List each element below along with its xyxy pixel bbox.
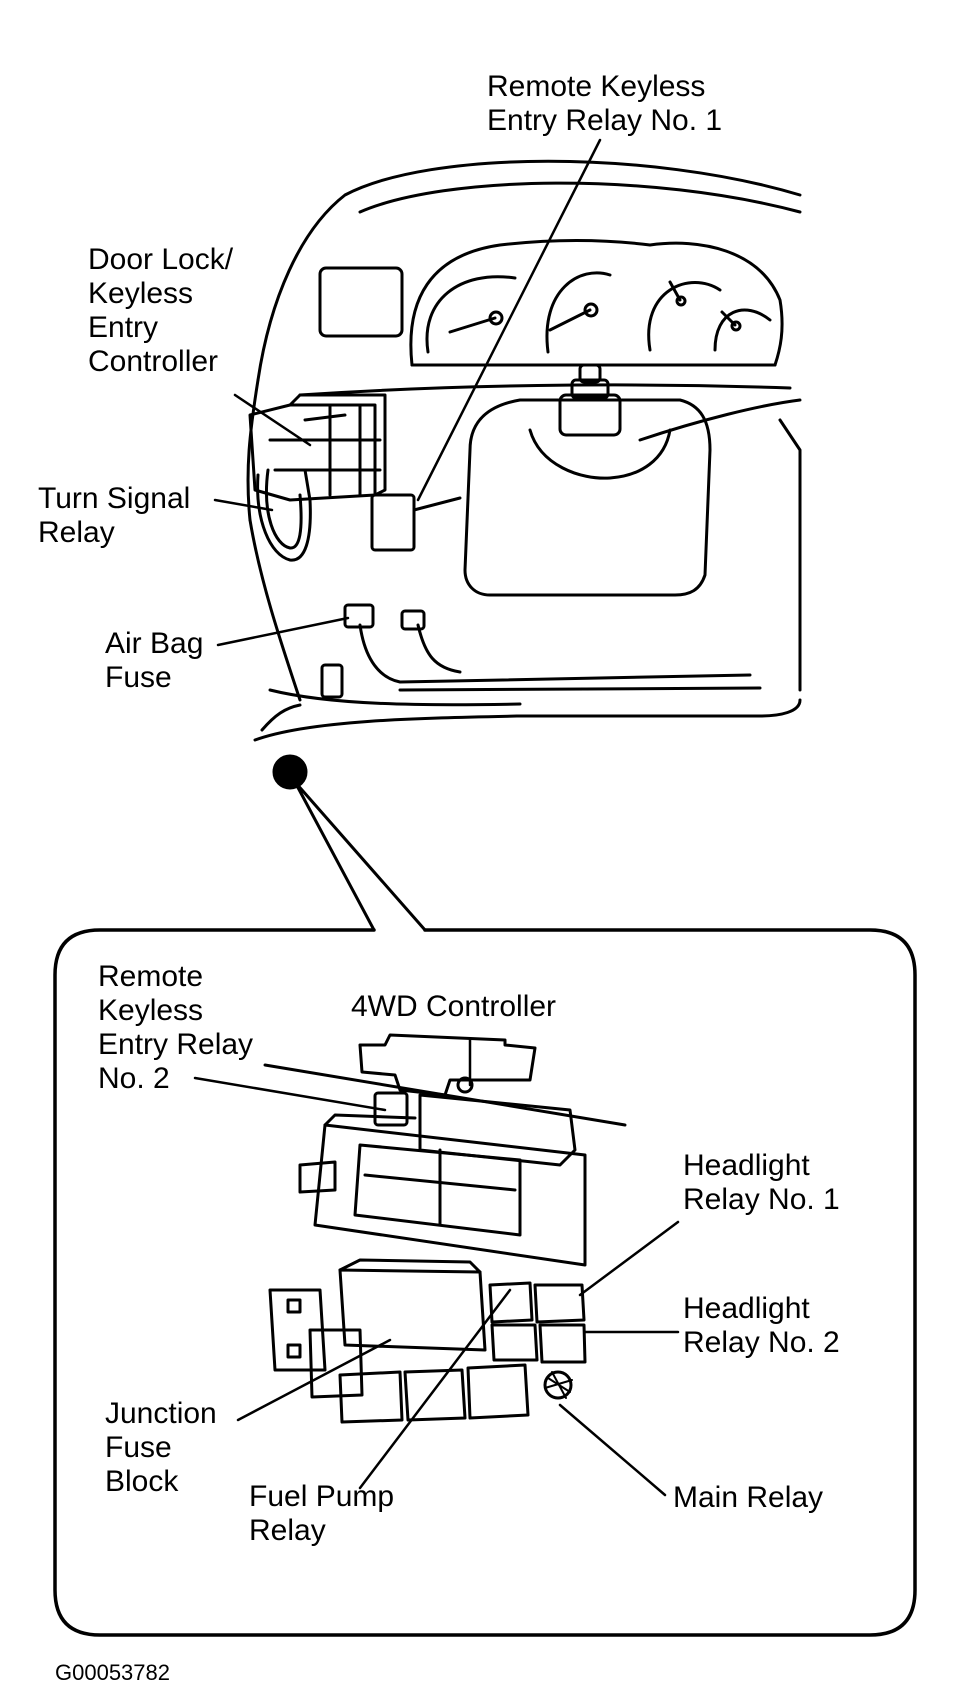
speedometer-gauge [425,275,517,354]
label-headlight-relay-2: Headlight Relay No. 2 [683,1292,840,1359]
label-remote-keyless-entry-relay-1: Remote Keyless Entry Relay No. 1 [487,70,723,137]
figure-id: G00053782 [55,1660,170,1685]
four-wd-controller-part [418,1093,577,1167]
callout-frame [53,928,917,1637]
label-headlight-relay-1: Headlight Relay No. 1 [683,1149,840,1216]
remote-keyless-relay-1-part [370,493,416,552]
label-door-lock-keyless-controller: Door Lock/ Keyless Entry Controller [88,243,234,378]
label-turn-signal-relay: Turn Signal Relay [38,482,191,549]
dashboard-illustration [246,159,802,742]
turn-signal-relay-part [256,468,312,562]
label-air-bag-fuse: Air Bag Fuse [105,627,204,694]
lower-leader-lines [193,1038,680,1497]
label-4wd-controller: 4WD Controller [351,990,557,1023]
label-remote-keyless-entry-relay-2: Remote Keyless Entry Relay No. 2 [98,960,254,1095]
steering-column [463,398,712,597]
junction-block-illustration [263,1033,627,1424]
air-vent [318,266,404,338]
upper-leader-lines [213,138,602,647]
air-bag-fuse-part [343,603,375,629]
callout-pointer [293,780,427,932]
label-junction-fuse-block: Junction Fuse Block [105,1397,217,1498]
label-fuel-pump-relay: Fuel Pump Relay [249,1480,395,1547]
callout-dot [272,754,308,790]
door-lock-controller-part [248,393,387,502]
label-main-relay: Main Relay [673,1481,824,1514]
